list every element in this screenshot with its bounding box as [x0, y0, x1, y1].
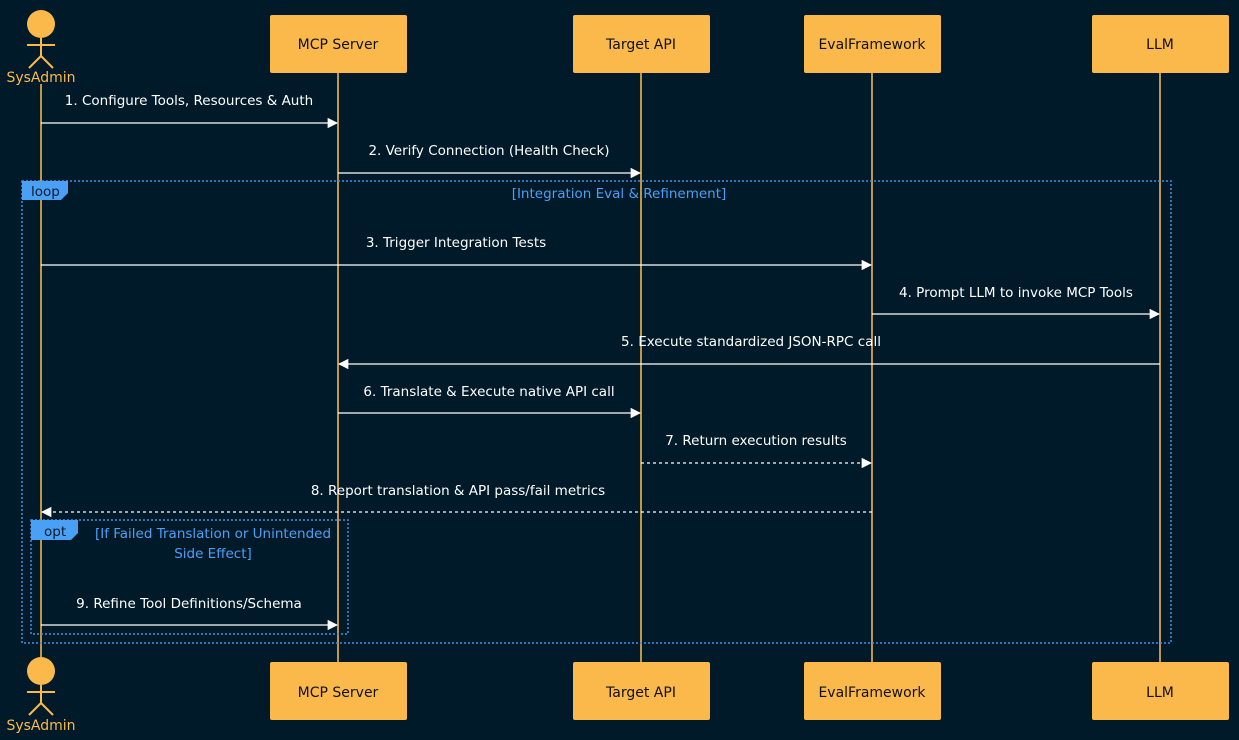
- message-6: 6. Translate & Execute native API call: [338, 384, 642, 419]
- actor-label-top: SysAdmin: [6, 70, 75, 86]
- participant-target-api-top: Target API: [573, 15, 710, 73]
- opt-condition-line-2: Side Effect]: [174, 546, 252, 562]
- message-1: 1. Configure Tools, Resources & Auth: [41, 93, 339, 129]
- participant-label: MCP Server: [298, 37, 379, 53]
- message-8-label: 8. Report translation & API pass/fail me…: [311, 483, 605, 499]
- message-7-label: 7. Return execution results: [665, 433, 847, 449]
- message-8: 8. Report translation & API pass/fail me…: [40, 483, 872, 518]
- message-3: 3. Trigger Integration Tests: [41, 235, 873, 271]
- participant-label: Target API: [605, 37, 676, 53]
- message-6-label: 6. Translate & Execute native API call: [363, 384, 614, 400]
- participant-llm-bottom: LLM: [1092, 662, 1229, 720]
- participant-label: Target API: [605, 685, 676, 701]
- participant-label: EvalFramework: [818, 685, 926, 701]
- opt-condition-line-1: [If Failed Translation or Unintended: [95, 526, 331, 542]
- participant-label: MCP Server: [298, 685, 379, 701]
- opt-tag: [31, 520, 78, 540]
- actor-sysadmin-top: SysAdmin: [6, 10, 76, 86]
- loop-tag: [22, 181, 68, 200]
- participant-target-api-bottom: Target API: [573, 662, 710, 720]
- participant-label: LLM: [1146, 685, 1174, 701]
- message-1-label: 1. Configure Tools, Resources & Auth: [65, 93, 313, 109]
- message-2-label: 2. Verify Connection (Health Check): [368, 143, 609, 159]
- participant-evalframework-top: EvalFramework: [804, 15, 941, 73]
- message-4-label: 4. Prompt LLM to invoke MCP Tools: [899, 285, 1133, 301]
- participant-label: EvalFramework: [818, 37, 926, 53]
- participant-mcp-server-top: MCP Server: [270, 15, 407, 73]
- participant-mcp-server-bottom: MCP Server: [270, 662, 407, 720]
- opt-frame: opt [If Failed Translation or Unintended…: [30, 519, 349, 635]
- message-5: 5. Execute standardized JSON-RPC call: [337, 334, 1160, 370]
- message-7: 7. Return execution results: [641, 433, 873, 469]
- actor-label-bottom: SysAdmin: [6, 718, 75, 734]
- participant-label: LLM: [1146, 37, 1174, 53]
- message-4: 4. Prompt LLM to invoke MCP Tools: [872, 285, 1161, 320]
- message-2: 2. Verify Connection (Health Check): [338, 143, 642, 179]
- message-9: 9. Refine Tool Definitions/Schema: [41, 596, 339, 631]
- actor-sysadmin-bottom: SysAdmin: [6, 657, 76, 734]
- loop-label: loop: [31, 184, 60, 200]
- participant-llm-top: LLM: [1092, 15, 1229, 73]
- participant-evalframework-bottom: EvalFramework: [804, 662, 941, 720]
- message-5-label: 5. Execute standardized JSON-RPC call: [621, 334, 881, 350]
- loop-frame: loop [Integration Eval & Refinement]: [21, 180, 1172, 644]
- message-3-label: 3. Trigger Integration Tests: [366, 235, 546, 251]
- actor-head-icon: [27, 657, 55, 685]
- opt-label: opt: [44, 524, 66, 540]
- loop-condition: [Integration Eval & Refinement]: [512, 186, 727, 202]
- message-9-label: 9. Refine Tool Definitions/Schema: [76, 596, 302, 612]
- actor-head-icon: [27, 10, 55, 38]
